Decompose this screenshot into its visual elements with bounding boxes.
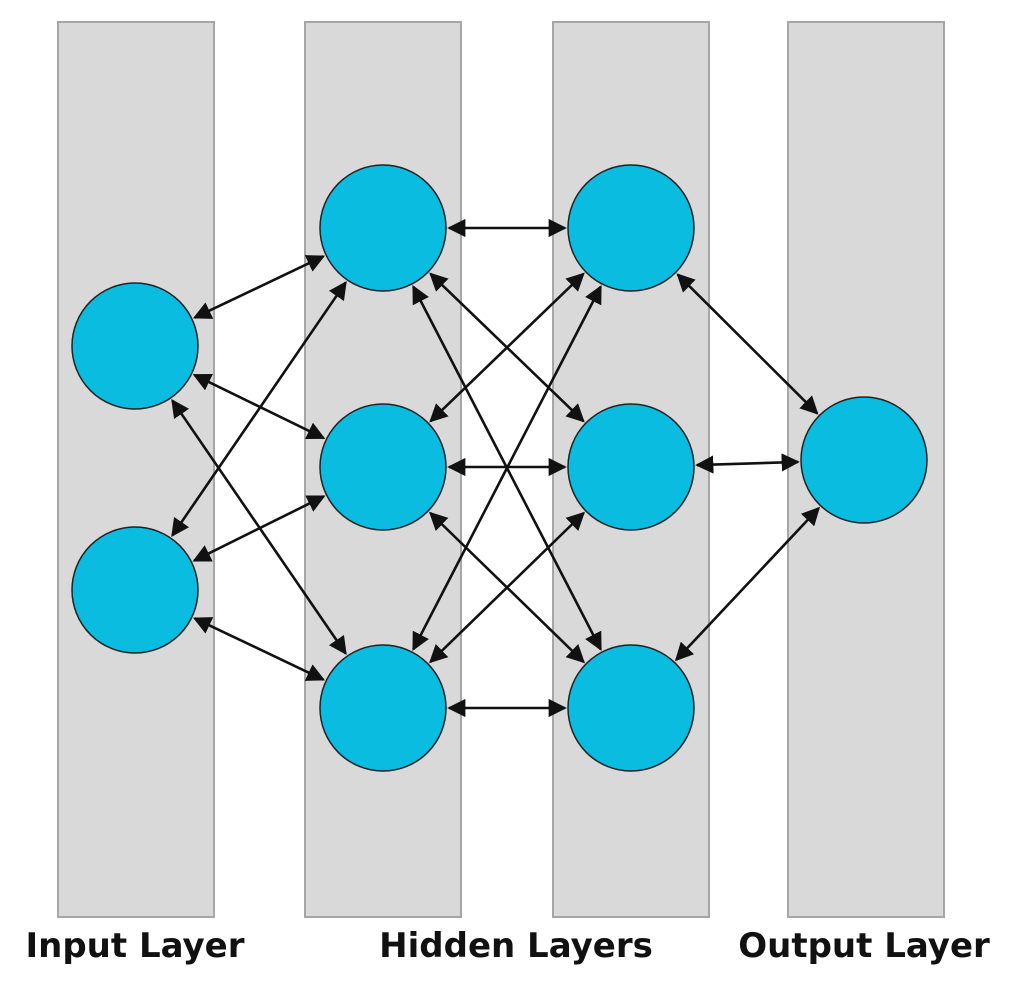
input-node-i1: [71, 282, 199, 410]
edge-h1c-h2b: [429, 511, 585, 664]
edge-h2a-o1: [676, 273, 819, 415]
output-layer-label: Output Layer: [738, 926, 990, 966]
hidden-layers-label: Hidden Layers: [379, 926, 653, 966]
output-node-o1: [800, 396, 928, 524]
connections: [171, 218, 821, 718]
edge-i2-h1c: [192, 617, 326, 681]
nodes: [71, 164, 928, 772]
edge-h2c-o1: [674, 506, 821, 662]
hidden1-node-h1c: [319, 644, 447, 772]
input-layer-column: [57, 21, 215, 918]
hidden1-node-h1a: [319, 164, 447, 292]
edge-h2b-o1: [695, 453, 800, 474]
edge-i2-h1b: [192, 495, 326, 562]
input-node-i2: [71, 526, 199, 654]
hidden1-node-h1b: [319, 403, 447, 531]
edge-i2-h1a: [171, 280, 347, 538]
hidden2-node-h2b: [567, 403, 695, 531]
input-layer-label: Input Layer: [25, 926, 244, 966]
hidden2-node-h2a: [567, 164, 695, 292]
hidden2-node-h2c: [567, 644, 695, 772]
